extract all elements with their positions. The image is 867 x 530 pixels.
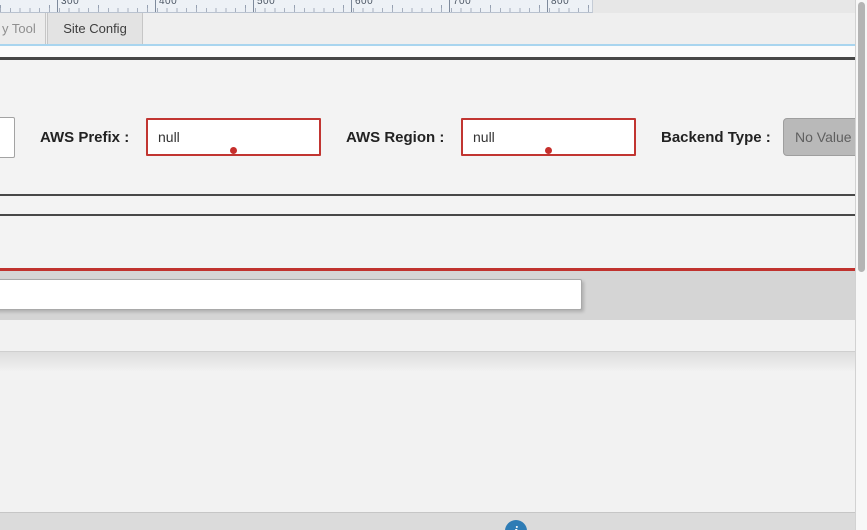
ruler-label: 400 xyxy=(154,0,177,12)
ruler-label: 300 xyxy=(56,0,79,12)
tab-query-tool[interactable]: y Tool xyxy=(0,13,46,44)
red-section-divider xyxy=(0,268,855,271)
section-divider-top xyxy=(0,57,855,60)
backend-type-value-box[interactable]: No Value xyxy=(783,118,859,156)
section-divider-middle-1 xyxy=(0,194,855,196)
cutoff-input-field[interactable] xyxy=(0,117,15,158)
horizontal-ruler: 300 400 500 600 700 800 xyxy=(0,0,593,13)
section-top-shadow xyxy=(0,351,855,372)
ruler-label: 600 xyxy=(350,0,373,12)
ruler-label: 700 xyxy=(448,0,471,12)
aws-region-error-dot xyxy=(545,147,552,154)
ruler-label: 800 xyxy=(546,0,569,12)
aws-region-label: AWS Region : xyxy=(346,129,445,146)
aws-prefix-label: AWS Prefix : xyxy=(40,129,130,146)
tab-content-gap xyxy=(0,46,855,57)
aws-prefix-error-dot xyxy=(230,147,237,154)
info-icon[interactable]: i xyxy=(505,520,527,530)
tab-bar: y Tool Site Config xyxy=(0,13,855,44)
ruler-blank-area xyxy=(593,0,855,13)
toolbar-text-input[interactable] xyxy=(0,279,582,310)
tab-accent-line xyxy=(0,44,855,46)
vertical-scrollbar[interactable] xyxy=(855,0,867,530)
lower-content-area xyxy=(0,320,855,512)
backend-type-label: Backend Type : xyxy=(661,129,771,146)
footer-band xyxy=(0,512,867,530)
ruler-label: 500 xyxy=(252,0,275,12)
ruler-minor-ticks xyxy=(0,8,592,12)
scrollbar-thumb[interactable] xyxy=(858,2,865,272)
section-divider-middle-2 xyxy=(0,214,855,216)
tab-site-config[interactable]: Site Config xyxy=(47,13,143,44)
